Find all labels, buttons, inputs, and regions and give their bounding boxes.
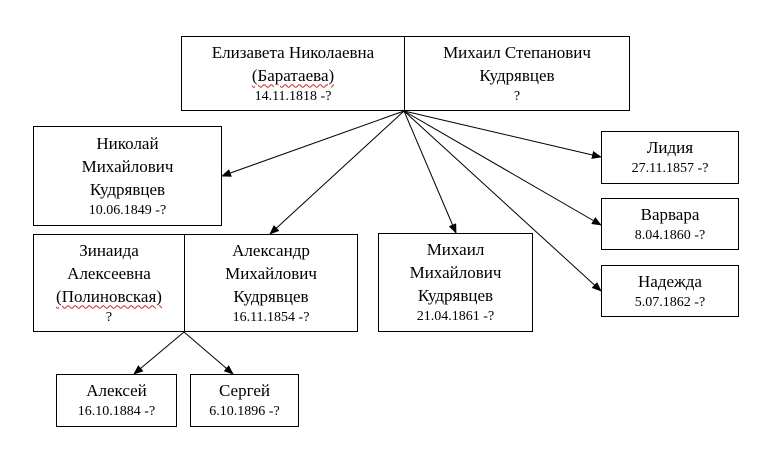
nikolai-first-name: Николай xyxy=(96,133,159,153)
varvara-name: Варвара xyxy=(640,204,700,224)
aleksei-dates: 16.10.1884 -? xyxy=(77,404,156,419)
mikhail-dates: 21.04.1861 -? xyxy=(416,309,495,324)
mikhail-patronymic: Михайлович xyxy=(409,263,502,282)
sergei-name: Сергей xyxy=(219,381,270,400)
varvara-box: Варвара 8.04.1860 -? xyxy=(601,198,739,250)
mother-name: Елизавета Николаевна xyxy=(211,42,375,62)
aleksei-box: Алексей 16.10.1884 -? xyxy=(56,374,177,427)
nikolai-dates: 10.06.1849 -? xyxy=(88,202,167,218)
arrow-to-nadezhda xyxy=(403,110,602,292)
mother-dates: 14.11.1818 -? xyxy=(254,88,332,104)
arrow-to-mikhail xyxy=(403,110,457,234)
spouse-maiden-name: (Полиновская) xyxy=(56,286,162,306)
varvara-dates: 8.04.1860 -? xyxy=(634,227,706,243)
arrow-to-varvara xyxy=(403,110,602,226)
aleksandr-first-name: Александр xyxy=(232,240,310,260)
lidiya-name: Лидия xyxy=(646,138,694,157)
arrow-to-nikolai xyxy=(221,110,405,177)
nadezhda-dates: 5.07.1862 -? xyxy=(634,294,706,310)
lidiya-box: Лидия 27.11.1857 -? xyxy=(601,131,739,184)
nadezhda-box: Надежда 5.07.1862 -? xyxy=(601,265,739,317)
spouse-first-name: Зинаида xyxy=(79,240,139,260)
mother-box: Елизавета Николаевна (Баратаева) 14.11.1… xyxy=(181,36,405,111)
spouse-dates: ? xyxy=(105,309,113,325)
spouse-box: Зинаида Алексеевна (Полиновская) ? xyxy=(33,234,185,332)
nikolai-box: Николай Михайлович Кудрявцев 10.06.1849 … xyxy=(33,126,222,226)
mikhail-box: Михаил Михайлович Кудрявцев 21.04.1861 -… xyxy=(378,233,533,332)
sergei-box: Сергей 6.10.1896 -? xyxy=(190,374,299,427)
mikhail-first-name: Михаил xyxy=(426,240,485,259)
father-surname: Кудрявцев xyxy=(479,65,555,85)
lidiya-dates: 27.11.1857 -? xyxy=(631,161,709,176)
arrow-to-aleksandr xyxy=(269,110,405,235)
arrow-to-lidiya xyxy=(403,110,602,159)
nikolai-surname: Кудрявцев xyxy=(89,179,166,199)
father-box: Михаил Степанович Кудрявцев ? xyxy=(404,36,630,111)
aleksandr-dates: 16.11.1854 -? xyxy=(232,309,310,325)
aleksandr-surname: Кудрявцев xyxy=(233,286,309,306)
nadezhda-name: Надежда xyxy=(638,271,702,291)
mother-maiden-name: (Баратаева) xyxy=(251,65,335,85)
aleksandr-box: Александр Михайлович Кудрявцев 16.11.185… xyxy=(184,234,358,332)
sergei-dates: 6.10.1896 -? xyxy=(209,404,280,419)
nikolai-patronymic: Михайлович xyxy=(81,156,174,176)
mikhail-surname: Кудрявцев xyxy=(417,286,494,305)
aleksandr-patronymic: Михайлович xyxy=(225,263,317,283)
arrow-to-aleksei xyxy=(133,331,185,375)
arrow-to-sergei xyxy=(183,331,234,375)
father-name: Михаил Степанович xyxy=(443,42,591,62)
father-dates: ? xyxy=(513,88,521,104)
aleksei-name: Алексей xyxy=(86,381,147,400)
spouse-patronymic: Алексеевна xyxy=(67,263,151,283)
